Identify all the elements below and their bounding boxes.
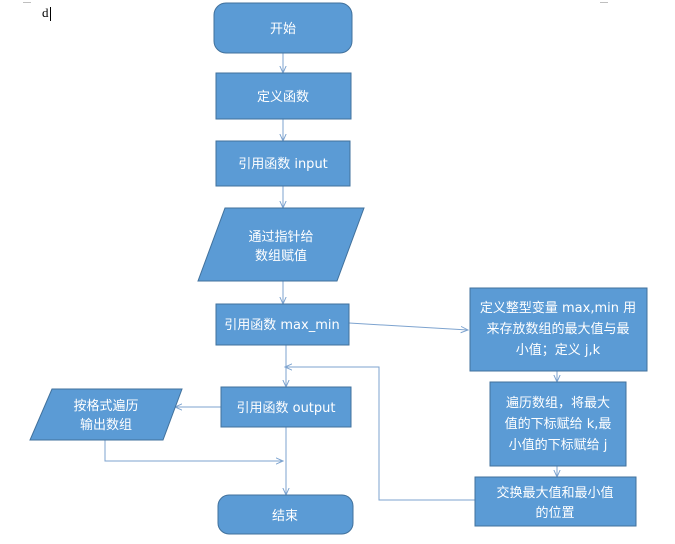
document-text: d [42, 5, 49, 20]
traverse-label-line3: 小值的下标赋给 j [509, 437, 608, 453]
margin-corner-mark [23, 2, 31, 3]
call-maxmin-label: 引用函数 max_min [224, 318, 339, 333]
call-maxmin-process [215, 303, 350, 346]
end-terminal [217, 494, 354, 535]
traverse-label-line1: 遍历数组，将最大 [506, 395, 610, 411]
define-func-process [215, 72, 352, 120]
end-label: 结束 [272, 509, 298, 524]
define-func-label: 定义函数 [257, 90, 309, 105]
traverse-label-line2: 值的下标赋给 k,最 [505, 416, 612, 432]
define-vars-label-line3: 小值；定义 j,k [516, 342, 601, 358]
define-vars-label-line1: 定义整型变量 max,min 用 [480, 300, 636, 316]
start-terminal [213, 2, 353, 54]
connector-maxmin-definevars [348, 322, 468, 330]
assign-ptr-label-line1: 通过指针给 [248, 230, 313, 245]
define-vars-label-line2: 来存放数组的最大值与最 [486, 321, 629, 337]
print-array-label-line1: 按格式遍历 [73, 398, 138, 414]
call-input-process [215, 140, 351, 187]
call-input-label: 引用函数 input [238, 157, 328, 172]
assign-ptr-io [197, 207, 365, 282]
text-cursor [50, 7, 51, 21]
margin-corner-mark [600, 2, 608, 3]
swap-label-line1: 交换最大值和最小值 [496, 485, 613, 501]
print-array-label-line2: 输出数组 [80, 417, 132, 433]
call-output-label: 引用函数 output [236, 401, 335, 416]
connector-print-end [104, 440, 283, 461]
traverse-process [489, 381, 627, 467]
swap-label-line2: 的位置 [535, 505, 574, 521]
swap-process [474, 476, 637, 527]
start-label: 开始 [270, 22, 296, 37]
call-output-process [220, 386, 352, 428]
print-array-io [29, 388, 183, 441]
define-vars-process [469, 287, 648, 372]
assign-ptr-label-line2: 数组赋值 [255, 248, 307, 264]
connector-swap-return [285, 367, 475, 501]
